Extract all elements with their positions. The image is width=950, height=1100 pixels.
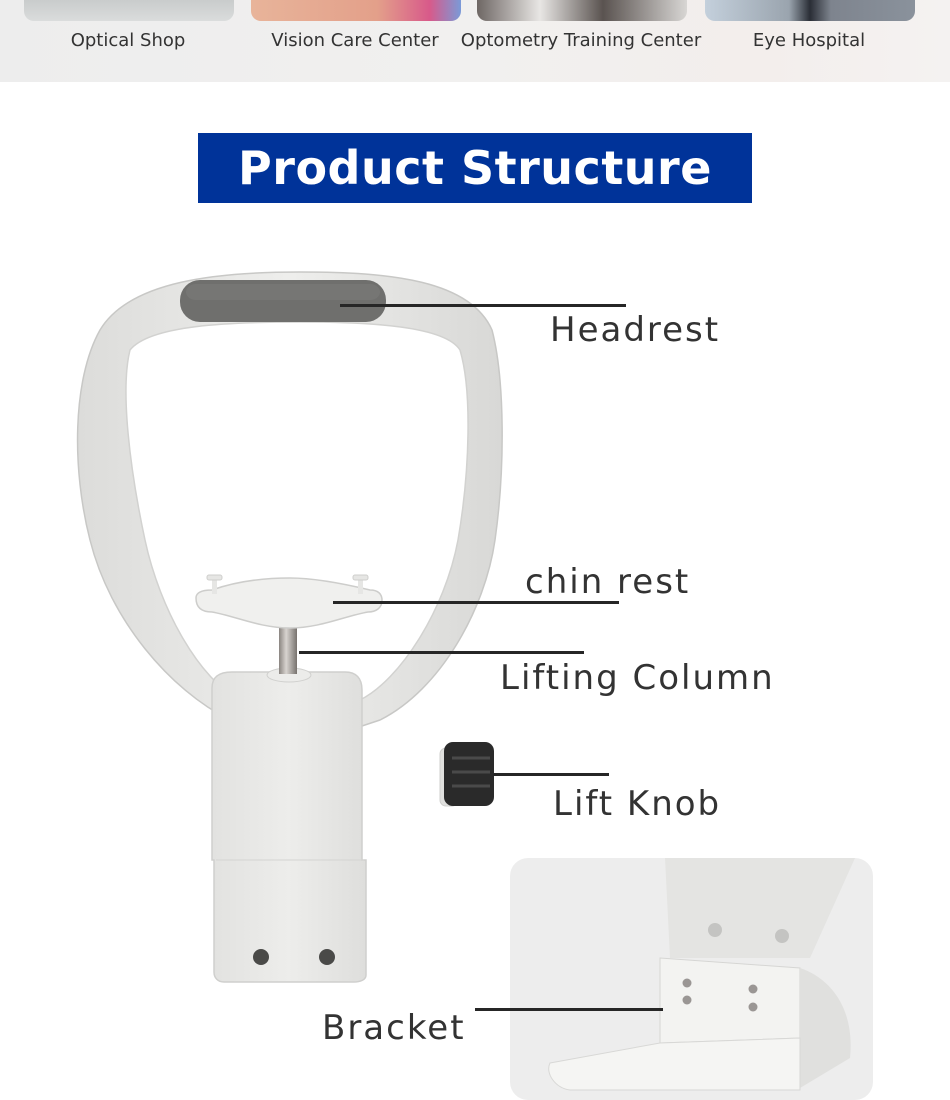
section-title-banner: Product Structure [198,133,752,203]
bracket-callout-line [475,1008,663,1011]
lifting-column-rod [279,628,297,674]
bracket-illustration [548,858,855,1091]
chin-rest-callout-line [333,601,619,604]
scenario-label-eye-hospital: Eye Hospital [752,30,866,51]
lift-knob-label: Lift Knob [553,784,722,824]
bracket-label: Bracket [322,1008,466,1048]
lifting-column-callout-line [299,651,584,654]
base-block [211,671,367,983]
chin-rest-cup [195,577,383,629]
eye-hospital-image [705,0,915,21]
lift-knob-shape [444,742,494,806]
scenario-label-optical-shop: Optical Shop [70,30,186,51]
application-scenarios-strip: Optical Shop Vision Care Center Optometr… [0,0,950,82]
headrest-label: Headrest [550,310,721,350]
headrest-callout-line [340,304,626,307]
optometry-training-center-image [477,0,687,21]
bracket-detail-image [510,858,873,1100]
vision-care-center-image [251,0,461,21]
scenario-label-optometry-training-center: Optometry Training Center [460,30,702,51]
lifting-column-label: Lifting Column [500,658,775,698]
chin-rest-label: chin rest [525,562,691,602]
optical-shop-image [24,0,234,21]
lift-knob-callout-line [493,773,609,776]
scenario-label-vision-care-center: Vision Care Center [271,30,439,51]
section-title: Product Structure [238,141,712,195]
